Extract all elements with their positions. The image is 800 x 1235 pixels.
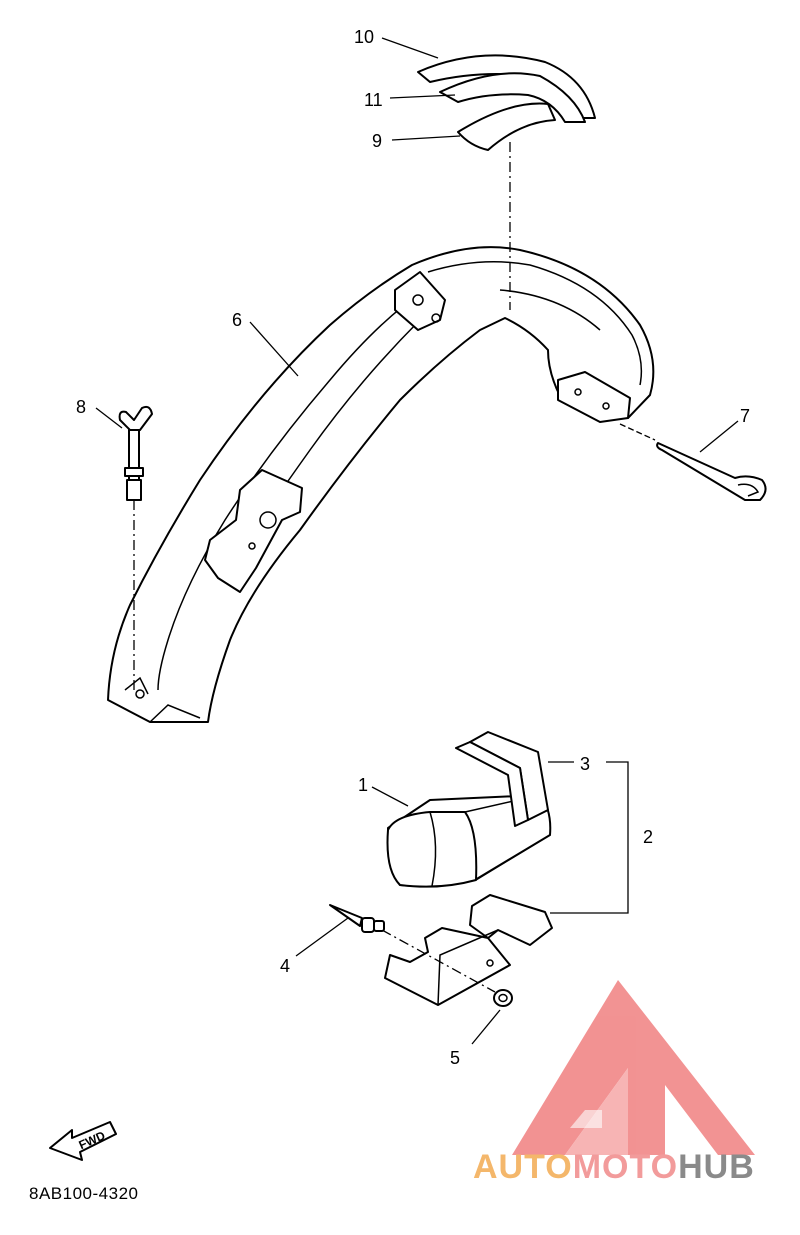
box-part-1 — [386, 731, 552, 888]
callout-6: 6 — [232, 310, 242, 330]
pad-part-9 — [457, 102, 556, 151]
rear-fender — [107, 246, 655, 723]
pad-part-11 — [439, 72, 586, 123]
brand-auto: AUTO — [473, 1148, 573, 1186]
fwd-arrow-icon: FWD — [49, 1121, 117, 1161]
callout-7: 7 — [740, 406, 750, 426]
nut-part-5 — [493, 989, 513, 1007]
rod-part-7 — [619, 423, 767, 501]
callout-8: 8 — [76, 397, 86, 417]
callout-10: 10 — [354, 27, 374, 47]
callout-4: 4 — [280, 956, 290, 976]
brand-hub: HUB — [678, 1148, 755, 1186]
callout-9: 9 — [372, 131, 382, 151]
leader-lines — [95, 37, 739, 1045]
callout-1: 1 — [358, 775, 368, 795]
screw-part-4 — [329, 904, 385, 933]
fwd-label: FWD — [77, 1128, 108, 1152]
brand-moto: MOTO — [572, 1148, 679, 1186]
fender-outer — [107, 246, 655, 723]
bracket-part-2 — [381, 894, 553, 1006]
callout-11: 11 — [364, 90, 383, 110]
wing-bolt-part-8 — [118, 405, 153, 699]
drawing-code: 8AB100-4320 — [29, 1184, 139, 1203]
callout-5: 5 — [450, 1048, 460, 1068]
callout-3: 3 — [580, 754, 590, 774]
pad-part-10 — [417, 54, 596, 119]
callout-labels: 10 11 9 6 8 7 3 1 2 4 5 — [76, 27, 750, 1068]
fender-mid-bracket — [204, 469, 303, 593]
fender-rear-bracket — [557, 371, 631, 423]
automotohub-logo-icon — [512, 980, 755, 1155]
watermark-brand: AUTOMOTOHUB — [473, 1148, 755, 1187]
pad-stack — [417, 54, 596, 151]
callout-2: 2 — [643, 827, 653, 847]
